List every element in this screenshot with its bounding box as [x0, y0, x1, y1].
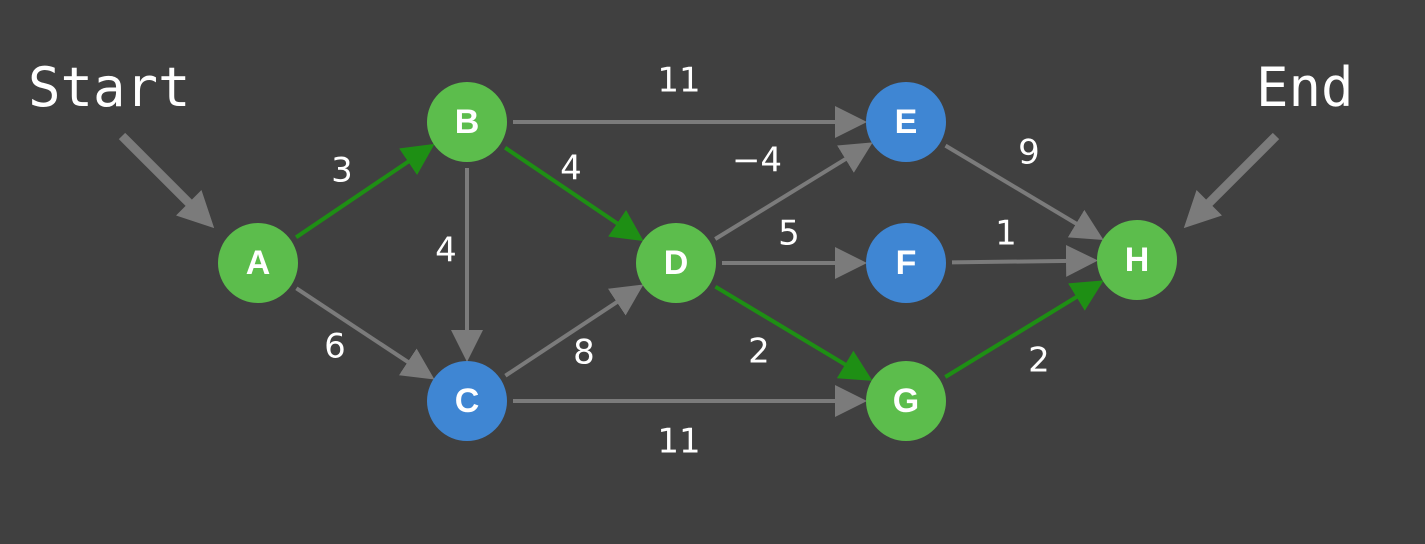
node-label-h: H [1125, 241, 1150, 279]
end-label: End [1256, 56, 1354, 119]
weights-layer: 3 6 4 4 11 8 11 −4 5 2 9 1 2 [324, 61, 1050, 462]
node-circle-g [866, 361, 946, 441]
edge-weight-d-e: −4 [732, 141, 782, 181]
edge-weight-d-g: 2 [748, 332, 770, 372]
node-label-f: F [896, 244, 917, 282]
edge-weight-e-h: 9 [1018, 133, 1040, 173]
node-label-g: G [893, 382, 919, 420]
node-label-a: A [246, 244, 271, 282]
edge-e-h [944, 143, 1104, 241]
node-a: A [218, 223, 298, 303]
edge-weight-a-b: 3 [331, 151, 353, 191]
edge-a-c [295, 286, 435, 380]
edge-d-e [714, 142, 873, 241]
node-label-d: D [664, 244, 689, 282]
edge-weight-b-e: 11 [657, 61, 700, 101]
start-label: Start [28, 56, 191, 119]
nodes-layer: A B C D E F G H [218, 82, 1177, 441]
edge-weight-b-d: 4 [560, 149, 582, 189]
node-b: B [427, 82, 507, 162]
node-label-e: E [895, 103, 918, 141]
node-circle-b [427, 82, 507, 162]
node-circle-a [218, 223, 298, 303]
node-circle-e [866, 82, 946, 162]
node-label-c: C [455, 382, 480, 420]
edge-weight-c-g: 11 [657, 422, 700, 462]
edge-weight-g-h: 2 [1028, 341, 1050, 381]
node-circle-h [1097, 220, 1177, 300]
edge-c-d [504, 284, 644, 378]
node-circle-c [427, 361, 507, 441]
node-h: H [1097, 220, 1177, 300]
end-pointer-arrow [1183, 132, 1280, 229]
node-f: F [866, 223, 946, 303]
edge-a-b [294, 143, 435, 239]
edge-d-g [714, 284, 873, 381]
edge-weight-d-f: 5 [778, 214, 800, 254]
node-e: E [866, 82, 946, 162]
edge-g-h [944, 280, 1104, 379]
start-pointer-arrow [118, 132, 215, 229]
edge-weight-b-c: 4 [435, 231, 457, 271]
edge-b-d [503, 146, 644, 242]
node-circle-d [636, 223, 716, 303]
node-circle-f [866, 223, 946, 303]
edges-layer [294, 106, 1104, 417]
edge-weight-f-h: 1 [995, 214, 1017, 254]
edge-weight-c-d: 8 [573, 333, 595, 373]
node-g: G [866, 361, 946, 441]
edge-weight-a-c: 6 [324, 327, 346, 367]
node-c: C [427, 361, 507, 441]
node-d: D [636, 223, 716, 303]
node-label-b: B [455, 103, 480, 141]
edge-f-h [951, 244, 1098, 277]
